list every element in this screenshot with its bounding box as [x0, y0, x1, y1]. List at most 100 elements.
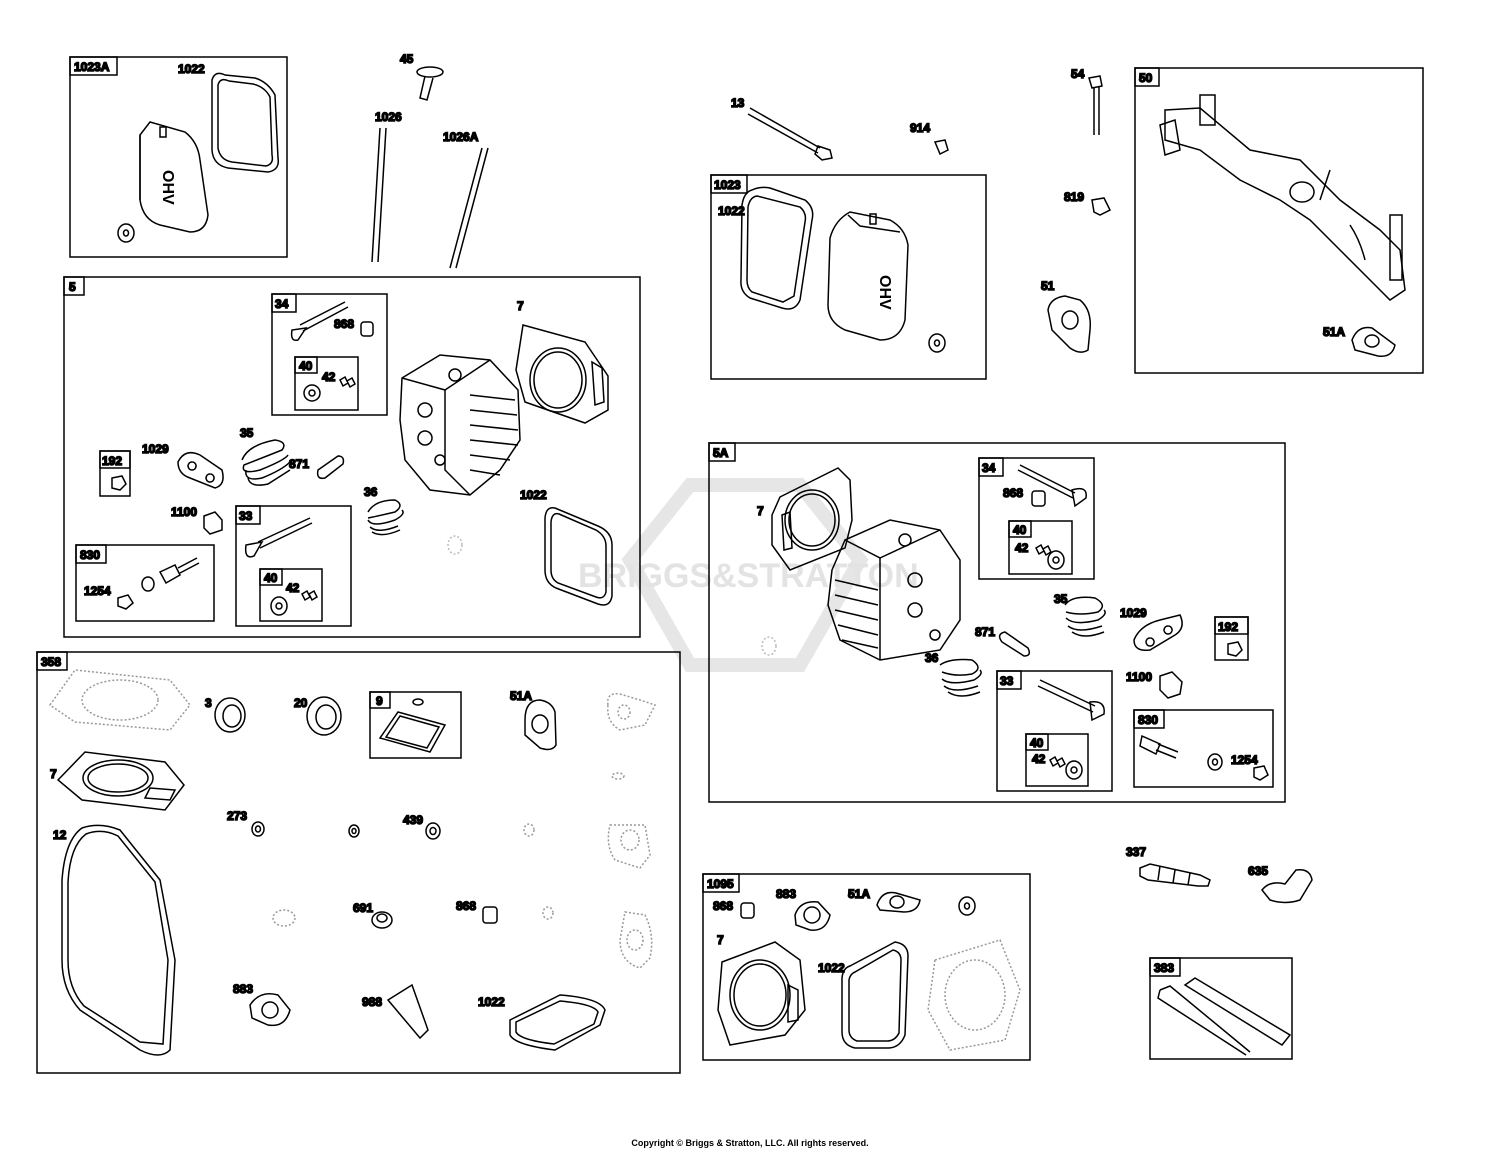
head-gasket-7-d[interactable] [717, 941, 806, 1046]
part-label-1022[interactable]: 1022 [177, 61, 206, 77]
part-label-42-c[interactable]: 42 [1014, 540, 1029, 556]
head-gasket-7-b[interactable] [56, 751, 185, 811]
spark-plug-boot-635[interactable] [1261, 868, 1313, 904]
gasket-358-dashed-c[interactable] [619, 911, 653, 969]
part-label-7-b[interactable]: 7 [49, 766, 58, 782]
valve-cover-1023[interactable]: OHV [827, 211, 909, 341]
part-label-691[interactable]: 691 [352, 900, 374, 916]
part-label-868-a[interactable]: 868 [333, 316, 355, 332]
washer-1095[interactable] [958, 896, 976, 916]
part-label-20[interactable]: 20 [293, 695, 308, 711]
seal-868-b[interactable] [482, 906, 498, 924]
kit-box-33-b[interactable]: 33 [996, 670, 1113, 792]
rocker-arm-1029-a[interactable] [177, 451, 224, 489]
part-label-273[interactable]: 273 [226, 808, 248, 824]
part-label-1254-a[interactable]: 1254 [83, 583, 112, 599]
bolt-1254-a[interactable] [117, 594, 134, 610]
manifold-50[interactable] [1159, 94, 1406, 301]
kit-box-50[interactable]: 50 [1134, 67, 1424, 374]
seal-691[interactable] [371, 911, 393, 929]
bolt-819[interactable] [1091, 197, 1112, 216]
cylinder-head-5A[interactable] [827, 519, 961, 661]
kit-box-9[interactable]: 9 [369, 691, 462, 759]
kit-box-192-b[interactable]: 192 [1214, 616, 1249, 661]
part-label-36-a[interactable]: 36 [363, 484, 378, 500]
spring-35-a[interactable] [241, 439, 291, 486]
retainer-40-d[interactable] [1065, 760, 1083, 780]
kit-box-830-b[interactable]: 830 [1133, 709, 1274, 788]
guide-871-b[interactable] [998, 631, 1031, 657]
part-label-7-a[interactable]: 7 [516, 298, 525, 314]
valve-33-b[interactable] [1037, 679, 1105, 722]
kit-box-34-a[interactable]: 34 [271, 293, 388, 416]
kit-box-830-a[interactable]: 830 [75, 544, 215, 622]
kit-box-40-a[interactable]: 40 [294, 356, 359, 411]
part-label-1026[interactable]: 1026 [374, 109, 403, 125]
push-rod-1026[interactable] [371, 127, 387, 263]
part-label-42-b[interactable]: 42 [285, 580, 300, 596]
washer-439[interactable] [425, 822, 441, 840]
stud-830-b[interactable] [1139, 734, 1179, 759]
part-label-12[interactable]: 12 [52, 827, 67, 843]
part-label-635[interactable]: 635 [1247, 863, 1269, 879]
nut-192-b[interactable] [1227, 641, 1243, 657]
part-label-871-b[interactable]: 871 [974, 624, 996, 640]
gasket-883-a[interactable] [249, 993, 291, 1027]
part-label-1100-a[interactable]: 1100 [170, 504, 198, 520]
part-label-337[interactable]: 337 [1125, 844, 1147, 860]
retainer-40-b[interactable] [270, 596, 288, 616]
gasket-1022-e[interactable] [841, 941, 909, 1049]
spring-36-a[interactable] [367, 499, 404, 536]
kit-box-40-c[interactable]: 40 [1008, 520, 1073, 575]
kit-box-383[interactable]: 383 [1149, 957, 1293, 1060]
part-label-7-d[interactable]: 7 [716, 932, 725, 948]
kit-box-34-b[interactable]: 34 [978, 457, 1095, 580]
gasket-set-box-358[interactable]: 358 [36, 651, 681, 1074]
kit-box-1023[interactable]: 1023 [710, 174, 987, 380]
washer-830-a[interactable] [141, 576, 155, 592]
assembly-box-5[interactable]: 5 [63, 276, 641, 638]
part-label-1022-c[interactable]: 1022 [477, 994, 506, 1010]
part-label-883-a[interactable]: 883 [232, 981, 254, 997]
gasket-9[interactable] [378, 711, 447, 753]
valve-cover-1023A[interactable]: OHV [139, 121, 209, 233]
gasket-1022-b[interactable] [544, 506, 613, 606]
part-label-36-b[interactable]: 36 [924, 650, 939, 666]
gasket-51A-a[interactable] [524, 699, 557, 751]
kit-box-40-d[interactable]: 40 [1025, 733, 1089, 787]
bolt-1254-b[interactable] [1253, 765, 1269, 781]
bolt-54[interactable] [1088, 75, 1103, 135]
part-label-883-b[interactable]: 883 [775, 886, 797, 902]
part-label-1026A[interactable]: 1026A [442, 129, 479, 145]
rocker-arm-1029-b[interactable] [1133, 614, 1183, 652]
part-label-871-a[interactable]: 871 [288, 456, 310, 472]
head-gasket-7-c[interactable] [771, 467, 853, 571]
part-label-1022-d[interactable]: 1022 [717, 203, 746, 219]
gasket-1022[interactable] [211, 72, 280, 173]
part-label-868-d[interactable]: 868 [712, 898, 734, 914]
crankcase-gasket-12[interactable] [61, 824, 176, 1056]
part-label-35-b[interactable]: 35 [1053, 591, 1068, 607]
valve-45[interactable] [416, 66, 444, 101]
spring-35-b[interactable] [1064, 596, 1106, 637]
part-label-51A-b[interactable]: 51A [1322, 324, 1346, 340]
bolt-914[interactable] [933, 139, 949, 156]
part-label-1254-b[interactable]: 1254 [1230, 752, 1259, 768]
part-label-13[interactable]: 13 [730, 95, 745, 111]
part-label-3[interactable]: 3 [204, 695, 213, 711]
assembly-box-5A[interactable]: 5A [708, 442, 1286, 803]
gasket-1022-d[interactable] [740, 186, 814, 310]
guide-871-a[interactable] [316, 455, 345, 480]
kit-box-1023A[interactable]: 1023A [69, 56, 288, 258]
spring-36-b[interactable] [939, 658, 982, 697]
cylinder-head-5[interactable] [399, 354, 521, 496]
valve-34-b[interactable] [1017, 464, 1087, 508]
gasket-51A-b[interactable] [1351, 326, 1396, 358]
gasket-358-dashed-b[interactable] [607, 824, 651, 869]
washer-830-b[interactable] [1207, 753, 1223, 771]
part-label-51A-c[interactable]: 51A [847, 886, 871, 902]
spark-plug-337[interactable] [1139, 863, 1211, 887]
push-rod-1026A[interactable] [449, 147, 489, 269]
part-label-51[interactable]: 51 [1040, 278, 1055, 294]
valve-33-a[interactable] [244, 517, 313, 558]
